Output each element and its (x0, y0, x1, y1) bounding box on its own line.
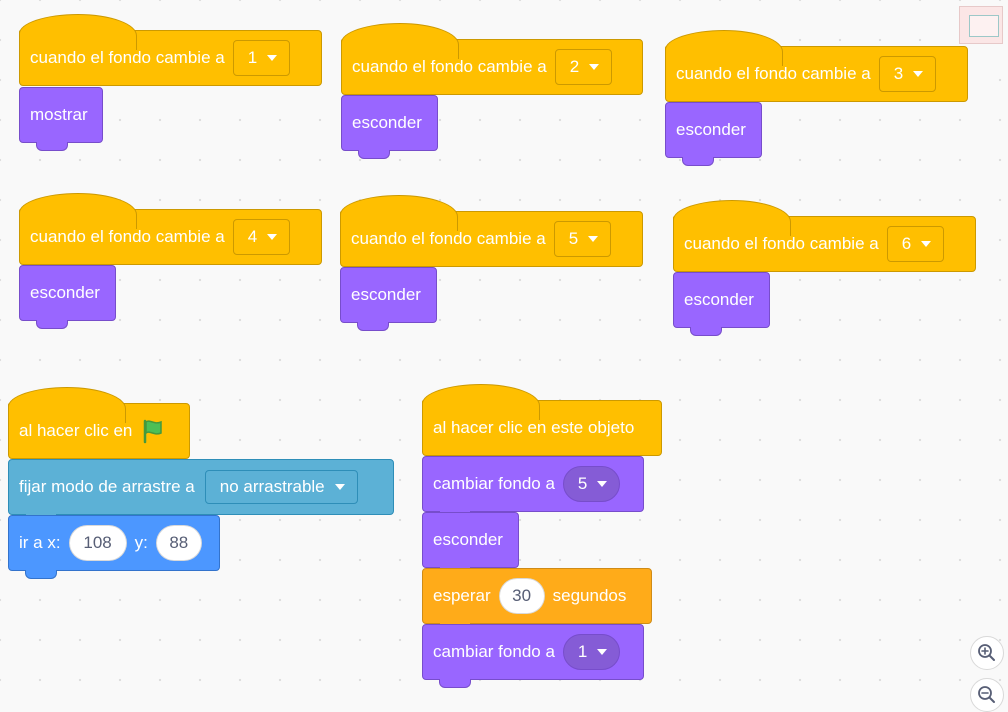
block-label: fijar modo de arrastre a (19, 477, 195, 496)
when-flag-clicked-block[interactable]: al hacer clic en (8, 387, 190, 459)
hat-block-backdrop-switch[interactable]: cuando el fondo cambie a 3 (665, 30, 968, 102)
show-block[interactable]: mostrar (19, 87, 103, 151)
hat-label: cuando el fondo cambie a (676, 64, 871, 83)
backdrop-dropdown[interactable]: 1 (232, 40, 291, 76)
backdrop-dropdown[interactable]: 1 (562, 634, 621, 670)
backdrop-dropdown[interactable]: 2 (554, 49, 613, 85)
dropdown-value: 6 (901, 234, 912, 253)
chevron-down-icon (913, 71, 924, 77)
chevron-down-icon (597, 649, 608, 655)
hat-label: cuando el fondo cambie a (352, 57, 547, 76)
dropdown-value: no arrastrable (219, 477, 325, 496)
chevron-down-icon (921, 241, 932, 247)
block-label: cambiar fondo a (433, 474, 555, 493)
y-input[interactable]: 88 (155, 525, 202, 561)
switch-backdrop-block[interactable]: cambiar fondo a 5 (422, 456, 644, 520)
backdrop-dropdown[interactable]: 4 (232, 219, 291, 255)
zoom-in-button[interactable] (970, 636, 1004, 670)
hat-block-backdrop-switch[interactable]: cuando el fondo cambie a 5 (340, 195, 643, 267)
block-label: esconder (352, 113, 422, 132)
dropdown-value: 1 (247, 48, 258, 67)
hat-block-backdrop-switch[interactable]: cuando el fondo cambie a 6 (673, 200, 976, 272)
block-label: esconder (351, 285, 421, 304)
backdrop-dropdown[interactable]: 5 (553, 221, 612, 257)
zoom-out-icon (978, 686, 995, 703)
block-label: esconder (684, 290, 754, 309)
zoom-out-button[interactable] (970, 678, 1004, 712)
hat-block-backdrop-switch[interactable]: cuando el fondo cambie a 4 (19, 193, 322, 265)
go-to-xy-block[interactable]: ir a x: 108 y: 88 (8, 515, 220, 579)
hide-block[interactable]: esconder (340, 267, 437, 331)
hide-block[interactable]: esconder (341, 95, 438, 159)
chevron-down-icon (589, 64, 600, 70)
block-label: ir a x: (19, 533, 61, 552)
dropdown-value: 5 (568, 229, 579, 248)
dropdown-value: 5 (577, 474, 588, 493)
hat-block-backdrop-switch[interactable]: cuando el fondo cambie a 2 (341, 23, 643, 95)
block-label: cambiar fondo a (433, 642, 555, 661)
hat-label: al hacer clic en (19, 421, 133, 440)
hide-block[interactable]: esconder (19, 265, 116, 329)
when-sprite-clicked-block[interactable]: al hacer clic en este objeto (422, 384, 662, 456)
block-label: mostrar (30, 105, 88, 124)
backdrop-dropdown[interactable]: 6 (886, 226, 945, 262)
hat-block-backdrop-switch[interactable]: cuando el fondo cambie a 1 (19, 14, 322, 86)
hat-label: cuando el fondo cambie a (30, 48, 225, 67)
hat-label: cuando el fondo cambie a (684, 234, 879, 253)
stage-thumbnail[interactable] (959, 6, 1003, 44)
backdrop-dropdown[interactable]: 3 (878, 56, 937, 92)
block-label: esconder (433, 530, 503, 549)
chevron-down-icon (588, 236, 599, 242)
hide-block[interactable]: esconder (673, 272, 770, 336)
hat-label: al hacer clic en este objeto (433, 418, 635, 437)
chevron-down-icon (597, 481, 608, 487)
dropdown-value: 4 (247, 227, 258, 246)
chevron-down-icon (267, 55, 278, 61)
hat-label: cuando el fondo cambie a (351, 229, 546, 248)
backdrop-dropdown[interactable]: 5 (562, 466, 621, 502)
block-label-y: y: (134, 533, 148, 552)
block-label-unit: segundos (552, 586, 627, 605)
set-drag-mode-block[interactable]: fijar modo de arrastre a no arrastrable (8, 459, 394, 523)
hide-block[interactable]: esconder (665, 102, 762, 166)
block-label: esconder (676, 120, 746, 139)
chevron-down-icon (334, 484, 345, 490)
dropdown-value: 1 (577, 642, 588, 661)
wait-block[interactable]: esperar 30 segundos (422, 568, 652, 632)
zoom-in-icon (978, 644, 995, 661)
chevron-down-icon (267, 234, 278, 240)
switch-backdrop-block[interactable]: cambiar fondo a 1 (422, 624, 644, 688)
green-flag-icon (144, 419, 163, 444)
block-label: esperar (433, 586, 491, 605)
dropdown-value: 2 (569, 57, 580, 76)
hide-block[interactable]: esconder (422, 512, 519, 576)
x-input[interactable]: 108 (68, 525, 127, 561)
hat-label: cuando el fondo cambie a (30, 227, 225, 246)
block-label: esconder (30, 283, 100, 302)
dropdown-value: 3 (893, 64, 904, 83)
drag-mode-dropdown[interactable]: no arrastrable (204, 470, 358, 504)
wait-seconds-input[interactable]: 30 (498, 578, 545, 614)
